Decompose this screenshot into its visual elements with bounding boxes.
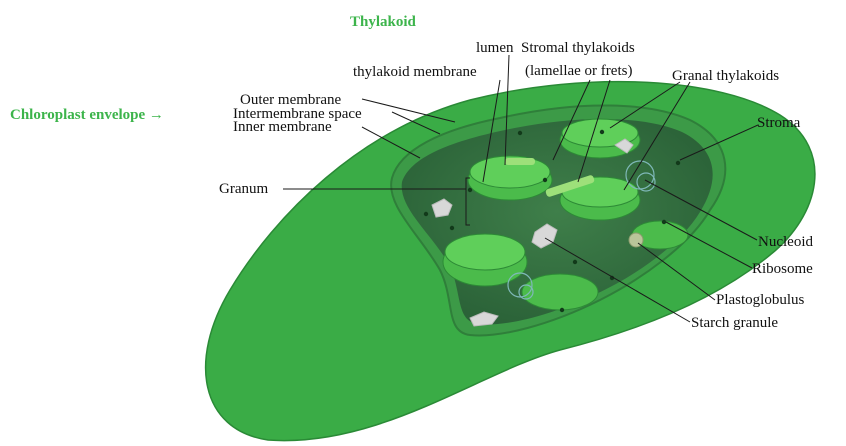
label-starch-granule: Starch granule (691, 315, 778, 331)
label-nucleoid: Nucleoid (758, 234, 813, 250)
ribosome-dot-2 (600, 130, 604, 134)
ribosome-dot-7 (573, 260, 577, 264)
ribosome-dot-1 (518, 131, 522, 135)
label-lamellae: (lamellae or frets) (525, 63, 632, 79)
heading-chloroplast-envelope: Chloroplast envelope → (10, 107, 164, 123)
heading-thylakoid: Thylakoid (350, 14, 417, 30)
label-plastoglobulus: Plastoglobulus (716, 292, 805, 308)
label-inner-membrane: Inner membrane (233, 119, 332, 135)
ribosome-dot-11 (468, 188, 472, 192)
ribosome-dot-10 (543, 178, 547, 182)
ribosome-dot-5 (424, 212, 428, 216)
granum-stack-4b (445, 234, 525, 270)
label-thylakoid-membrane: thylakoid membrane (353, 64, 477, 80)
ribosome-dot-4 (662, 220, 666, 224)
label-lumen: lumen (476, 40, 514, 56)
label-granum: Granum (219, 181, 268, 197)
stromal-lamella-2 (505, 158, 535, 165)
label-granal-thylakoids: Granal thylakoids (672, 68, 779, 84)
label-ribosome: Ribosome (752, 261, 813, 277)
label-stroma: Stroma (757, 115, 801, 131)
ribosome-dot-3 (676, 161, 680, 165)
ribosome-dot-8 (560, 308, 564, 312)
ribosome-dot-6 (450, 226, 454, 230)
label-stromal-thylakoids: Stromal thylakoids (521, 40, 635, 56)
